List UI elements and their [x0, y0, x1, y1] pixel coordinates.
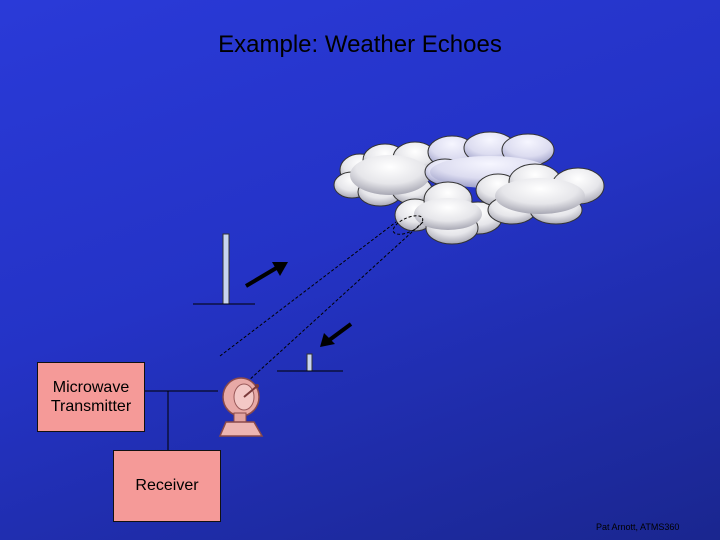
- transmitter-label-line-1: Microwave: [52, 378, 130, 396]
- microwave-transmitter-box: Microwave Transmitter: [37, 362, 145, 432]
- slide-title: Example: Weather Echoes: [218, 31, 502, 58]
- outgoing-pulse: [193, 233, 255, 305]
- cloud-right: [475, 163, 605, 225]
- slide-footer: Pat Arnott, ATMS360: [596, 522, 680, 532]
- return-echo-arrow-icon: [320, 322, 353, 347]
- cloud-icon: [333, 131, 605, 245]
- echo-pulse: [277, 353, 343, 372]
- transmitter-label-line-2: Transmitter: [50, 398, 132, 415]
- receiver-label: Receiver: [135, 477, 199, 495]
- radar-beam: [219, 215, 424, 383]
- radar-dish-icon: [218, 377, 264, 437]
- wiring: [145, 390, 218, 450]
- receiver-box: Receiver: [113, 450, 221, 522]
- cloud-top: [424, 131, 555, 188]
- outgoing-pulse-arrow-icon: [244, 262, 288, 288]
- cloud-bottom: [394, 181, 503, 245]
- cloud-left: [333, 141, 438, 207]
